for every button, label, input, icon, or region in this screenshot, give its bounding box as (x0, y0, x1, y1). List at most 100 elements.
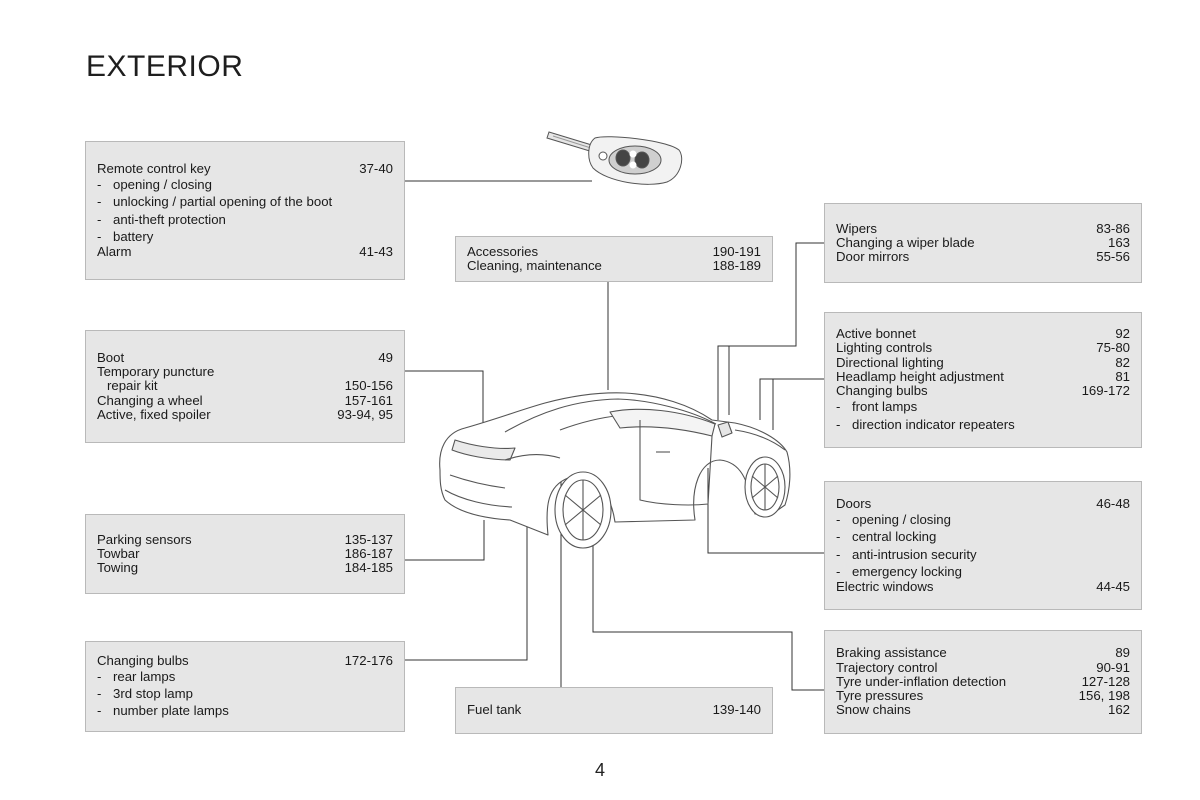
entry-row: Electric windows 44-45 (836, 578, 1130, 594)
sub-item: -direction indicator repeaters (836, 416, 1130, 432)
entry-row: Changing a wheel 157-161 (97, 392, 393, 408)
sub-item: -front lamps (836, 400, 1130, 414)
page-reference: 49 (378, 349, 393, 365)
entry-label: Snow chains (836, 702, 911, 718)
entry-label: Changing bulbs (97, 652, 189, 668)
entry-row: Towbar 186-187 (97, 545, 393, 561)
entry-row: Active bonnet 92 (836, 327, 1130, 341)
page-reference: 75-80 (1096, 340, 1130, 356)
dash-bullet: - (97, 194, 102, 210)
entry-label: opening / closing (113, 177, 212, 193)
page-reference: 172-176 (344, 652, 393, 668)
page-reference: 90-91 (1096, 659, 1130, 675)
sub-item: -3rd stop lamp (97, 686, 393, 701)
sub-item: -opening / closing (97, 177, 393, 193)
entry-label: number plate lamps (113, 703, 229, 719)
entry-row: Trajectory control 90-91 (836, 659, 1130, 675)
entry-label: repair kit (107, 378, 158, 394)
entry-label: Towbar (97, 545, 140, 561)
entry-label: Braking assistance (836, 645, 947, 661)
page-reference: 81 (1115, 368, 1130, 384)
page-reference: 163 (1107, 234, 1130, 250)
entry-label: Towing (97, 560, 139, 576)
entry-label: Trajectory control (836, 659, 938, 675)
dash-bullet: - (836, 416, 841, 432)
entry-label: Changing a wheel (97, 392, 203, 408)
sub-item: -anti-intrusion security (836, 546, 1130, 562)
entry-row: Changing bulbs 172-176 (97, 652, 393, 668)
entry-row: Accessories 190-191 (467, 243, 761, 259)
entry-label: anti-theft protection (113, 211, 226, 227)
page-reference: 135-137 (344, 531, 393, 547)
page-reference: 92 (1115, 326, 1130, 342)
page-reference: 162 (1107, 702, 1130, 718)
entry-label: 3rd stop lamp (113, 686, 193, 701)
dash-bullet: - (97, 211, 102, 227)
dash-bullet: - (836, 563, 841, 579)
entry-row: Braking assistance 89 (836, 646, 1130, 660)
page-reference: 156, 198 (1078, 688, 1130, 704)
page-reference: 37-40 (359, 160, 393, 176)
entry-label: Temporary puncture (97, 364, 215, 380)
page-reference: 169-172 (1081, 383, 1130, 399)
entry-label: Fuel tank (467, 702, 522, 718)
page-reference: 41-43 (359, 243, 393, 259)
entry-label: Active bonnet (836, 326, 916, 342)
entry-row: Temporary puncture (97, 364, 393, 380)
dash-bullet: - (97, 703, 102, 719)
page-reference: 127-128 (1081, 673, 1130, 689)
dash-bullet: - (97, 228, 102, 244)
entry-label: Boot (97, 349, 125, 365)
sub-item: -anti-theft protection (97, 211, 393, 227)
page-reference: 188-189 (712, 258, 761, 273)
entry-label: unlocking / partial opening of the boot (113, 194, 333, 210)
page-reference: 44-45 (1096, 578, 1130, 594)
entry-row: repair kit 150-156 (97, 379, 393, 393)
entry-row: Snow chains 162 (836, 703, 1130, 717)
page-reference: 190-191 (712, 243, 761, 259)
entry-label: Doors (836, 495, 872, 511)
sub-item: -unlocking / partial opening of the boot (97, 195, 393, 209)
sub-item: -battery (97, 228, 393, 244)
dash-bullet: - (836, 399, 841, 415)
page-reference: 83-86 (1096, 220, 1130, 236)
page-reference: 139-140 (712, 702, 761, 718)
page-reference: 157-161 (344, 392, 393, 408)
dash-bullet: - (836, 546, 841, 562)
dash-bullet: - (97, 177, 102, 193)
page-reference: 150-156 (344, 378, 393, 394)
car-illustration (439, 392, 791, 549)
sub-item: -central locking (836, 530, 1130, 544)
entry-label: emergency locking (852, 563, 962, 579)
entry-row: Doors 46-48 (836, 495, 1130, 511)
entry-row: Fuel tank 139-140 (467, 703, 761, 717)
entry-label: Accessories (467, 243, 539, 259)
entry-label: front lamps (852, 399, 918, 415)
page-reference: 89 (1115, 645, 1130, 661)
entry-row: Boot 49 (97, 349, 393, 365)
entry-label: Changing bulbs (836, 383, 928, 399)
page-title: EXTERIOR (86, 50, 244, 83)
entry-row: Changing a wiper blade 163 (836, 234, 1130, 250)
page-reference: 186-187 (344, 545, 393, 561)
entry-label: Active, fixed spoiler (97, 406, 211, 422)
entry-label: Changing a wiper blade (836, 234, 975, 250)
entry-label: Electric windows (836, 578, 934, 594)
page-reference: 46-48 (1096, 495, 1130, 511)
entry-label: battery (113, 228, 154, 244)
